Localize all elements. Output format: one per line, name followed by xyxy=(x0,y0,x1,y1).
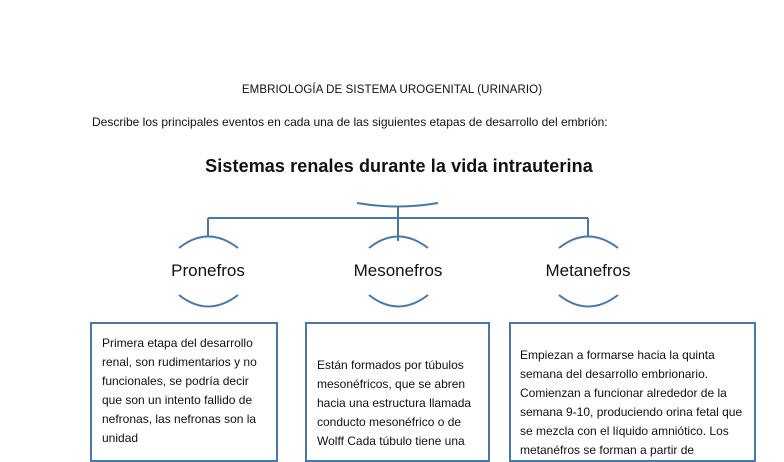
mesonefros-description-box: Están formados por túbulos mesonéfricos,… xyxy=(305,322,490,462)
pronefros-description: Primera etapa del desarrollo renal, son … xyxy=(102,336,257,445)
pronefros-top-arc xyxy=(178,235,239,249)
document-title: EMBRIOLOGÍA DE SISTEMA UROGENITAL (URINA… xyxy=(241,84,543,96)
metanefros-top-arc xyxy=(558,235,619,249)
mesonefros-bottom-arc xyxy=(368,294,429,308)
hierarchy-connectors xyxy=(178,202,619,308)
node-pronefros: Pronefros xyxy=(171,261,245,280)
node-metanefros: Metanefros xyxy=(545,261,631,280)
pronefros-bottom-arc xyxy=(178,294,239,308)
metanefros-description: Empiezan a formarse hacia la quinta sema… xyxy=(520,348,743,457)
node-mesonefros: Mesonefros xyxy=(353,261,443,280)
mesonefros-top-arc xyxy=(368,235,429,249)
instruction-text: Describe los principales eventos en cada… xyxy=(92,115,608,129)
metanefros-bottom-arc xyxy=(558,294,619,308)
title-bracket-arc xyxy=(356,202,439,208)
metanefros-description-box: Empiezan a formarse hacia la quinta sema… xyxy=(509,322,756,462)
mesonefros-description: Están formados por túbulos mesonéfricos,… xyxy=(317,358,472,448)
diagram-title: Sistemas renales durante la vida intraut… xyxy=(205,156,593,176)
pronefros-description-box: Primera etapa del desarrollo renal, son … xyxy=(90,322,278,462)
